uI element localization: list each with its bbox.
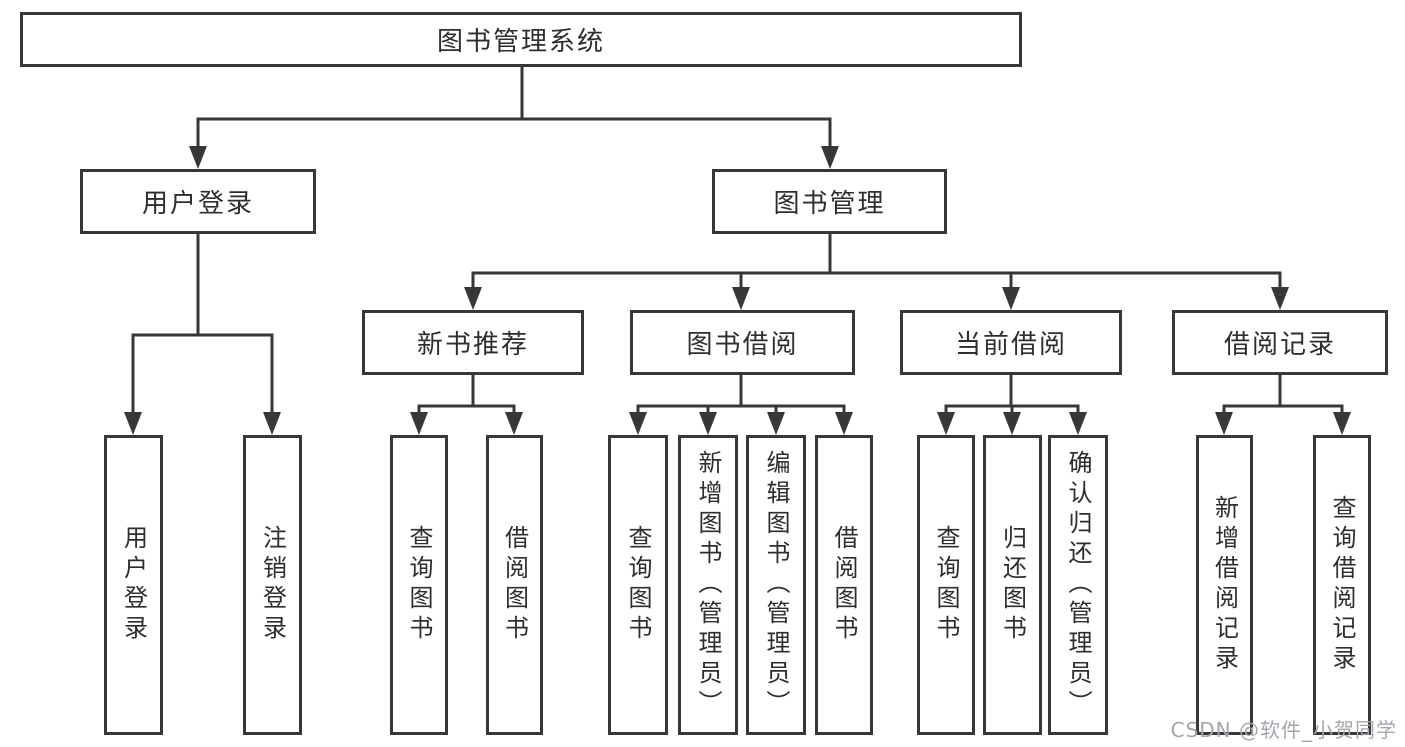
node-new-book-rec-label: 新书推荐 bbox=[416, 330, 529, 360]
node-user-login-label: 用户登录 bbox=[141, 189, 254, 219]
leaf-borrow-query: 查询图书 bbox=[608, 435, 668, 735]
leaf-records-query: 查询借阅记录 bbox=[1313, 435, 1371, 735]
node-current-borrow: 当前借阅 bbox=[900, 310, 1122, 375]
leaf-newrec-query-label: 查询图书 bbox=[405, 525, 433, 645]
node-borrow-records-label: 借阅记录 bbox=[1223, 330, 1336, 360]
leaf-user-login: 用户登录 bbox=[104, 435, 163, 735]
leaf-records-add-label: 新增借阅记录 bbox=[1210, 495, 1239, 675]
leaf-current-confirm-label: 确认归还（管理员） bbox=[1064, 450, 1092, 720]
leaf-newrec-query: 查询图书 bbox=[390, 435, 448, 735]
leaf-records-add: 新增借阅记录 bbox=[1196, 435, 1253, 735]
leaf-current-confirm: 确认归还（管理员） bbox=[1048, 435, 1108, 735]
leaf-borrow-borrow: 借阅图书 bbox=[815, 435, 873, 735]
leaf-borrow-query-label: 查询图书 bbox=[624, 525, 652, 645]
node-current-borrow-label: 当前借阅 bbox=[954, 330, 1067, 360]
leaf-borrow-edit: 编辑图书（管理员） bbox=[746, 435, 806, 735]
leaf-current-return: 归还图书 bbox=[983, 435, 1042, 735]
leaf-borrow-add: 新增图书（管理员） bbox=[678, 435, 738, 735]
node-borrow-records: 借阅记录 bbox=[1172, 310, 1388, 375]
leaf-newrec-borrow: 借阅图书 bbox=[486, 435, 543, 735]
leaf-logout: 注销登录 bbox=[243, 435, 302, 735]
node-book-borrow: 图书借阅 bbox=[630, 310, 855, 375]
leaf-current-return-label: 归还图书 bbox=[998, 525, 1027, 645]
leaf-records-query-label: 查询借阅记录 bbox=[1328, 495, 1356, 675]
node-new-book-rec: 新书推荐 bbox=[362, 310, 584, 375]
node-book-mgmt-label: 图书管理 bbox=[773, 189, 886, 219]
leaf-borrow-add-label: 新增图书（管理员） bbox=[694, 450, 722, 720]
leaf-current-query-label: 查询图书 bbox=[932, 525, 960, 645]
leaf-borrow-edit-label: 编辑图书（管理员） bbox=[762, 450, 790, 720]
node-book-borrow-label: 图书借阅 bbox=[686, 330, 799, 360]
node-user-login: 用户登录 bbox=[80, 169, 316, 234]
node-root: 图书管理系统 bbox=[20, 12, 1022, 67]
leaf-borrow-borrow-label: 借阅图书 bbox=[830, 525, 858, 645]
node-root-label: 图书管理系统 bbox=[436, 27, 605, 57]
leaf-logout-label: 注销登录 bbox=[258, 525, 287, 645]
leaf-newrec-borrow-label: 借阅图书 bbox=[500, 525, 529, 645]
node-book-mgmt: 图书管理 bbox=[712, 169, 947, 234]
leaf-user-login-label: 用户登录 bbox=[119, 525, 148, 645]
csdn-watermark: CSDN @软件_小贺同学 bbox=[1170, 718, 1397, 742]
leaf-current-query: 查询图书 bbox=[917, 435, 975, 735]
